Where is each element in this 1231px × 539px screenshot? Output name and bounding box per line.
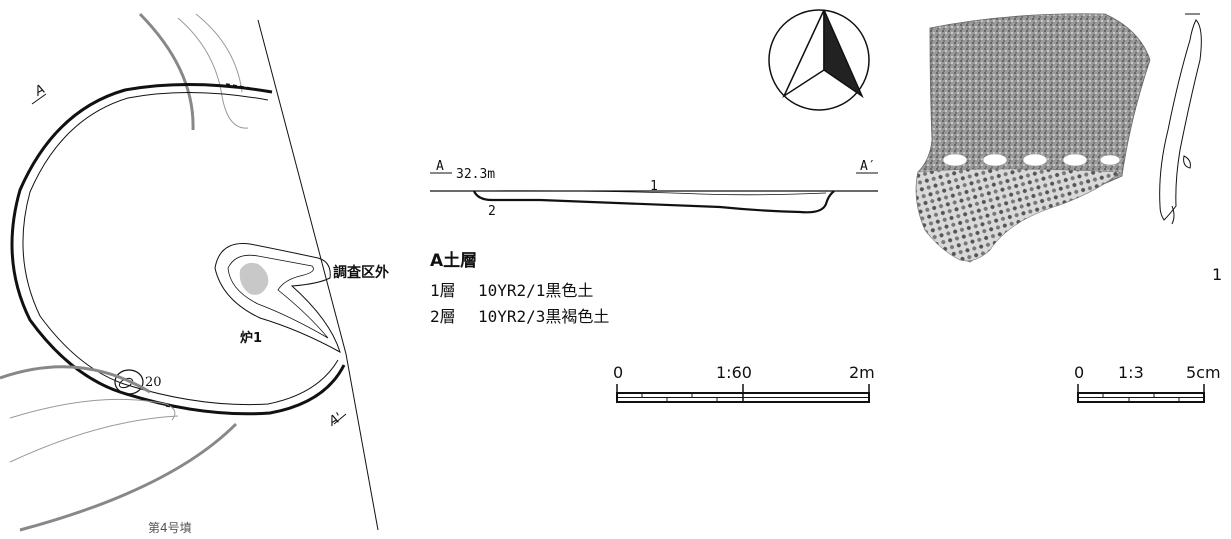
section-layer-2-number: 2: [488, 204, 496, 219]
scale-artifact-start: 0: [1074, 363, 1084, 382]
mound-arc-top: [138, 12, 195, 131]
legend-row-2-layer: 2層: [430, 307, 456, 326]
mound-arc-bottom-4: [19, 422, 238, 532]
north-arrow-right-half: [823, 9, 864, 99]
excavation-boundary: [257, 19, 379, 531]
mound-label: 第4号墳: [148, 521, 192, 535]
mound-arc-thin-top: [177, 17, 249, 129]
plan-view: [0, 12, 379, 532]
plan-section-label-a: A: [32, 82, 48, 100]
hearth-burned-area: [239, 262, 269, 295]
artifact-number: 1: [1212, 265, 1222, 284]
section-elevation: 32.3m: [456, 167, 495, 182]
hearth-outline: [214, 243, 341, 354]
legend-row-1-layer: 1層: [430, 281, 456, 300]
legend-row-1-desc: 10YR2/1黒色土: [478, 281, 593, 300]
scale-main-end: 2m: [849, 363, 875, 382]
dwelling-dashed-bottom: [165, 405, 183, 409]
artifact-cross-section: [1159, 13, 1202, 225]
hearth-label: 炉1: [240, 330, 262, 346]
plan-section-label-a-prime: A': [326, 410, 345, 430]
section-left-label: A: [436, 159, 444, 174]
north-arrow-left-half: [782, 9, 825, 99]
scale-bar-main: [616, 384, 870, 403]
section-floor-line: [472, 190, 835, 214]
mound-arc-thin-top-2: [195, 13, 243, 93]
scale-main-start: 0: [613, 363, 623, 382]
pit-20-outline: [114, 369, 144, 395]
dwelling-outer-wall: [10, 82, 346, 416]
north-arrow: [768, 9, 870, 111]
scale-artifact-end: 5cm: [1186, 363, 1221, 382]
artifact-cord-marked-band: [915, 168, 1121, 262]
section-marker-a-prime-tick: [333, 413, 347, 425]
hearth-inner: [227, 254, 329, 339]
section-profile: [430, 172, 878, 214]
artifact-sherd-photo: [915, 13, 1151, 263]
scale-main-ratio: 1:60: [716, 363, 752, 382]
section-layer-1-number: 1: [650, 179, 658, 194]
legend-row-2-desc: 10YR2/3黒褐色土: [478, 307, 609, 326]
mound-arc-bottom-2: [9, 398, 176, 421]
dwelling-inner-wall: [22, 92, 339, 406]
mound-arc-bottom-3: [9, 415, 179, 463]
outside-area-label: 調査区外: [333, 264, 389, 281]
mound-arc-bottom-1: [0, 365, 151, 394]
pit-number-label: 20: [145, 375, 162, 390]
section-right-label: A′: [860, 159, 876, 174]
section-layer-boundary: [475, 190, 827, 196]
north-arrow-circle: [768, 9, 870, 111]
section-marker-a-tick: [31, 93, 47, 105]
artifact-rim-dots: [942, 153, 1121, 167]
legend-title: A土層: [430, 250, 477, 271]
scale-bar-artifact: [1077, 384, 1205, 403]
scale-artifact-ratio: 1:3: [1118, 363, 1144, 382]
